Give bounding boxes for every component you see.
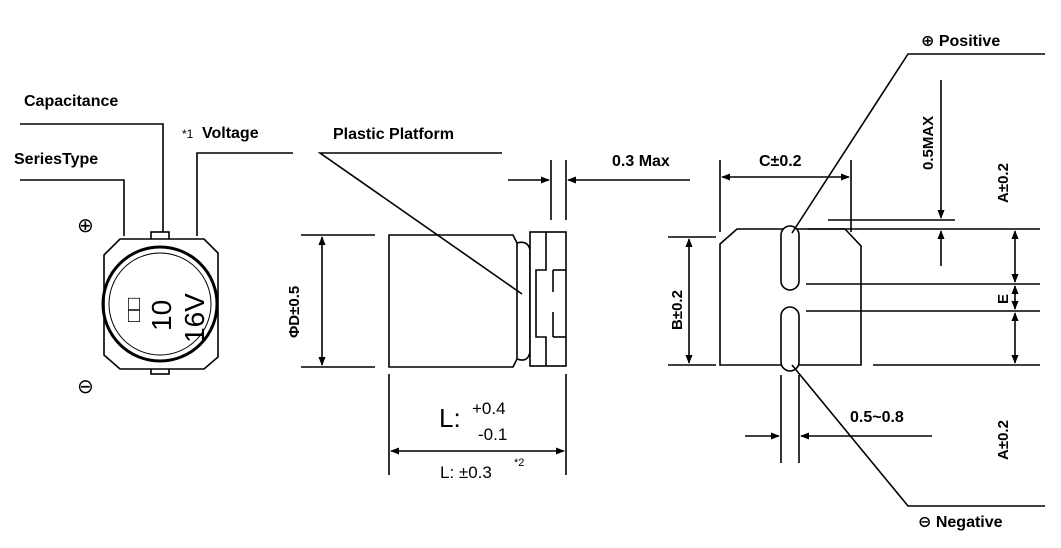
capacitance-label: Capacitance	[24, 93, 118, 110]
negative-leader	[791, 364, 1045, 507]
capacitance-leader	[20, 123, 164, 236]
plus-symbol: ⊕	[77, 215, 94, 237]
side-can-body	[388, 234, 518, 368]
length-prefix: L:	[439, 403, 461, 433]
terminal-width-label: 0.5~0.8	[850, 409, 904, 426]
negative-terminal	[780, 306, 800, 372]
c-dim-label: C±0.2	[759, 153, 802, 170]
voltage-code: 16V	[179, 293, 210, 343]
capacitance-code: 10	[146, 300, 177, 331]
diameter-label: ΦD±0.5	[286, 286, 303, 338]
a-dim-bottom-label: A±0.2	[995, 420, 1012, 460]
plastic-platform-leader	[317, 152, 523, 295]
positive-terminal	[780, 225, 800, 291]
diameter-dim-text: ΦD±0.5	[286, 286, 303, 338]
b-dim-label: B±0.2	[669, 290, 686, 330]
voltage-note: *1	[182, 127, 194, 141]
length-minus: -0.1	[478, 425, 507, 444]
max-05-label: 0.5MAX	[920, 116, 937, 170]
plastic-platform-label: Plastic Platform	[333, 126, 454, 143]
voltage-label: Voltage	[202, 125, 259, 142]
top-view-marking: □□ 10 16V	[123, 293, 210, 343]
top-view	[20, 123, 293, 375]
minus-symbol: ⊖	[77, 376, 94, 398]
bottom-view	[668, 53, 1045, 507]
capacitor-can	[101, 245, 219, 363]
series-type-leader	[20, 179, 125, 236]
rotated-dim-texts: B±0.2 0.5MAX A±0.2 E A±0.2	[669, 116, 1012, 460]
series-type-label: SeriesType	[14, 151, 98, 168]
length-alt-note: *2	[514, 457, 524, 469]
positive-leader	[791, 53, 1045, 234]
a-dim-top-label: A±0.2	[995, 163, 1012, 203]
negative-label: ⊖ Negative	[918, 514, 1003, 531]
gap-max-label: 0.3 Max	[612, 153, 670, 170]
e-dim-label: E	[995, 294, 1012, 304]
voltage-leader	[196, 152, 293, 236]
length-plus: +0.4	[472, 399, 506, 418]
positive-label: ⊕ Positive	[921, 33, 1000, 50]
side-view	[301, 152, 690, 475]
side-neck	[516, 241, 531, 361]
length-alt: L: ±0.3	[440, 463, 492, 482]
series-boxes: □□	[123, 298, 145, 322]
